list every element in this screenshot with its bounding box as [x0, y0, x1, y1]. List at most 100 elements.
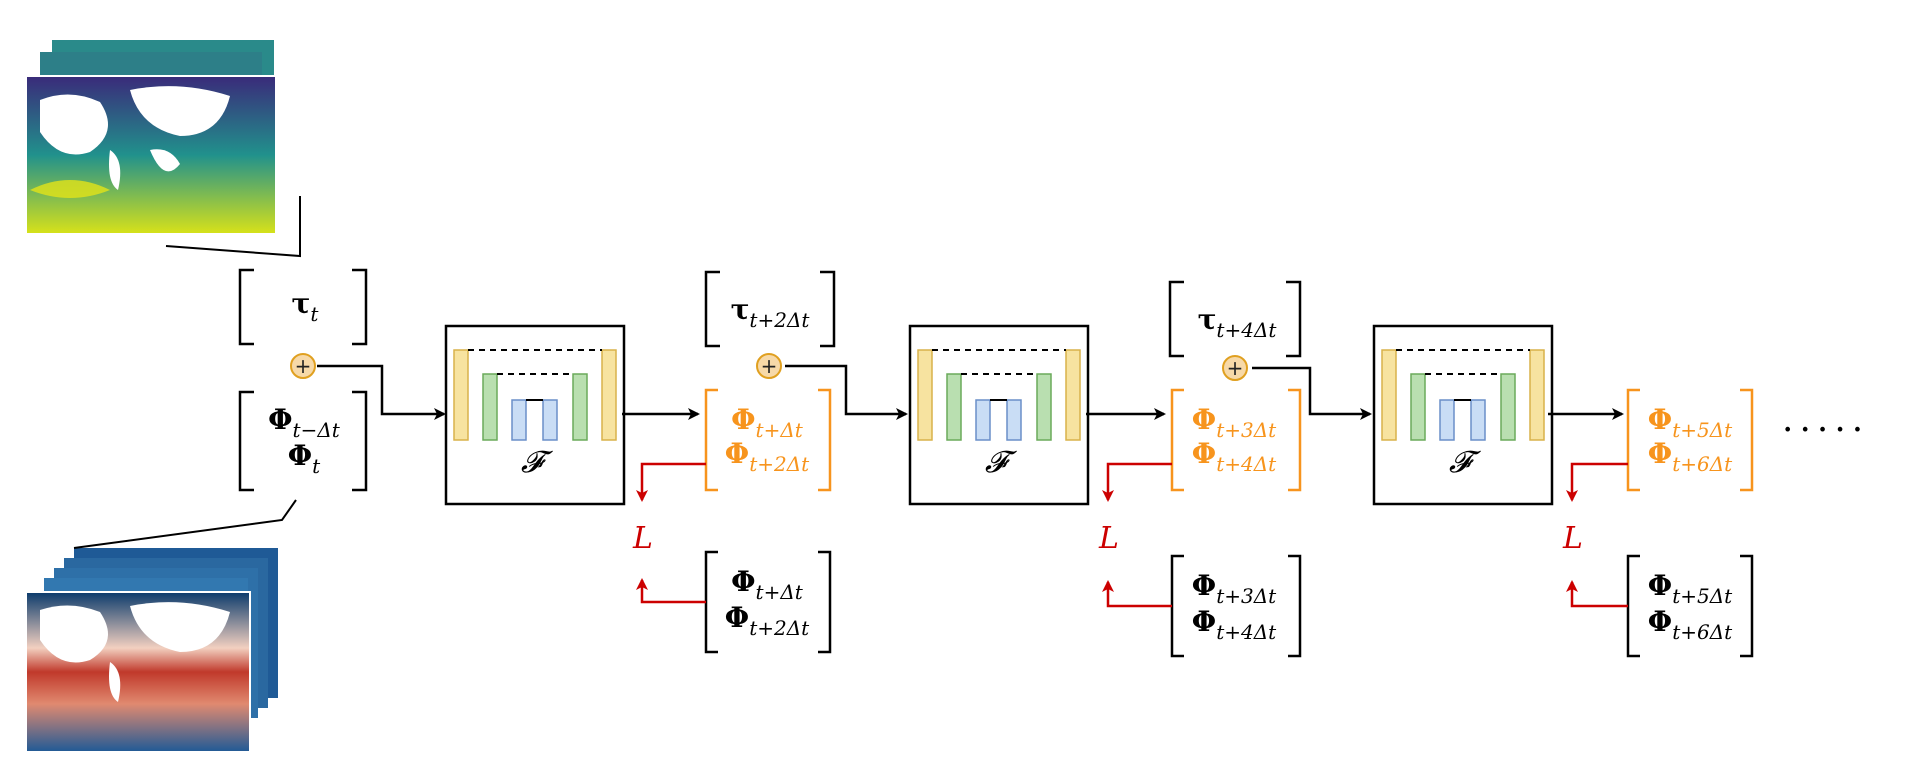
unet-mid-left — [1410, 373, 1426, 441]
state-subscript: t — [312, 454, 321, 478]
unet-inner-right — [1006, 399, 1022, 441]
target-subscript: t+5Δt — [1672, 584, 1733, 608]
target-2-a: Φt+5Δt — [1632, 569, 1748, 607]
target-subscript: t+Δt — [755, 580, 803, 604]
model-block-1 — [908, 324, 1090, 506]
loss-label-0: L — [633, 521, 653, 556]
prediction-symbol: Φ — [1647, 437, 1673, 470]
prediction-0-a: Φt+Δt — [708, 403, 826, 441]
model-label-1: 𝓕 — [984, 445, 1008, 480]
flow-arrow-2 — [785, 364, 908, 420]
unet-inner-left — [1439, 399, 1455, 441]
loss-arrow-target-0 — [636, 578, 706, 604]
unet-mid-right — [1036, 373, 1052, 441]
target-symbol: Φ — [1191, 605, 1217, 638]
state-bracket — [238, 390, 368, 492]
target-1-a: Φt+3Δt — [1174, 569, 1294, 607]
forcing-bracket-2 — [1168, 280, 1302, 358]
loss-arrow-pred-2 — [1566, 462, 1628, 502]
prediction-2-a: Φt+5Δt — [1632, 403, 1748, 441]
prediction-symbol: Φ — [724, 437, 750, 470]
prediction-subscript: t+5Δt — [1672, 418, 1733, 442]
prediction-bracket-1 — [1170, 388, 1302, 492]
loss-label-1: L — [1099, 521, 1119, 556]
prediction-symbol: Φ — [1191, 437, 1217, 470]
model-frame — [908, 324, 1090, 506]
unet-outer-left — [453, 349, 469, 441]
state-label-0: Φt−Δt — [252, 403, 356, 441]
target-subscript: t+4Δt — [1216, 620, 1277, 644]
unet-inner-left — [511, 399, 527, 441]
unet-outer-right — [1529, 349, 1545, 441]
loss-label-2: L — [1563, 521, 1583, 556]
state-symbol: Φ — [268, 403, 293, 436]
prediction-bracket-2 — [1626, 388, 1754, 492]
flow-arrow-4 — [1252, 366, 1372, 420]
target-symbol: Φ — [1191, 569, 1217, 602]
target-symbol: Φ — [731, 565, 756, 598]
unet-mid-right — [1500, 373, 1516, 441]
flow-arrow-0 — [317, 364, 446, 420]
continuation-ellipsis: ····· — [1782, 410, 1870, 451]
sum-node-0: + — [290, 353, 316, 379]
state-map-stack — [25, 499, 297, 753]
forcing-symbol: τ — [730, 293, 750, 326]
forcing-symbol: τ — [291, 287, 311, 320]
loss-arrow-target-2 — [1566, 580, 1628, 608]
unet-inner-right — [1470, 399, 1486, 441]
unet-mid-left — [482, 373, 498, 441]
prediction-0-b: Φt+2Δt — [708, 437, 826, 475]
prediction-symbol: Φ — [1191, 403, 1217, 436]
prediction-subscript: t+Δt — [755, 418, 803, 442]
forcing-subscript: t+4Δt — [1216, 318, 1277, 342]
forcing-subscript: t+2Δt — [749, 308, 810, 332]
prediction-symbol: Φ — [1647, 403, 1673, 436]
unet-mid-right — [572, 373, 588, 441]
loss-arrow-target-1 — [1102, 580, 1172, 608]
prediction-1-b: Φt+4Δt — [1174, 437, 1294, 475]
forcing-label-2: τt+4Δt — [1180, 303, 1294, 341]
target-subscript: t+6Δt — [1672, 620, 1733, 644]
forcing-symbol: τ — [1197, 303, 1217, 336]
forcing-map-stack — [25, 40, 301, 258]
prediction-subscript: t+2Δt — [749, 452, 810, 476]
unet-outer-right — [1065, 349, 1081, 441]
model-block-0 — [444, 324, 626, 506]
target-symbol: Φ — [1647, 569, 1673, 602]
forcing-bracket-1 — [704, 270, 836, 348]
target-0-a: Φt+Δt — [708, 565, 826, 603]
model-label-2: 𝓕 — [1448, 445, 1472, 480]
prediction-symbol: Φ — [731, 403, 756, 436]
target-subscript: t+2Δt — [749, 616, 810, 640]
unet-inner-right — [542, 399, 558, 441]
target-symbol: Φ — [1647, 605, 1673, 638]
sum-node-2: + — [1222, 355, 1248, 381]
loss-arrow-pred-1 — [1102, 462, 1172, 502]
forcing-bracket-0 — [238, 268, 368, 346]
unet-inner-left — [975, 399, 991, 441]
prediction-2-b: Φt+6Δt — [1632, 437, 1748, 475]
target-subscript: t+3Δt — [1216, 584, 1277, 608]
prediction-bracket-0 — [704, 388, 832, 492]
prediction-subscript: t+6Δt — [1672, 452, 1733, 476]
unet-mid-left — [946, 373, 962, 441]
unet-outer-left — [1381, 349, 1397, 441]
forcing-label-0: τt — [260, 287, 350, 325]
unet-outer-right — [601, 349, 617, 441]
model-block-2 — [1372, 324, 1554, 506]
loss-arrow-pred-0 — [636, 462, 706, 502]
model-frame — [1372, 324, 1554, 506]
forcing-subscript: t — [310, 302, 319, 326]
target-0-b: Φt+2Δt — [708, 601, 826, 639]
state-symbol: Φ — [287, 439, 313, 472]
model-frame — [444, 324, 626, 506]
state-subscript: t−Δt — [292, 418, 340, 442]
model-label-0: 𝓕 — [520, 445, 544, 480]
target-symbol: Φ — [724, 601, 750, 634]
target-1-b: Φt+4Δt — [1174, 605, 1294, 643]
state-label-1: Φt — [252, 439, 356, 477]
prediction-1-a: Φt+3Δt — [1174, 403, 1294, 441]
sum-node-1: + — [756, 353, 782, 379]
